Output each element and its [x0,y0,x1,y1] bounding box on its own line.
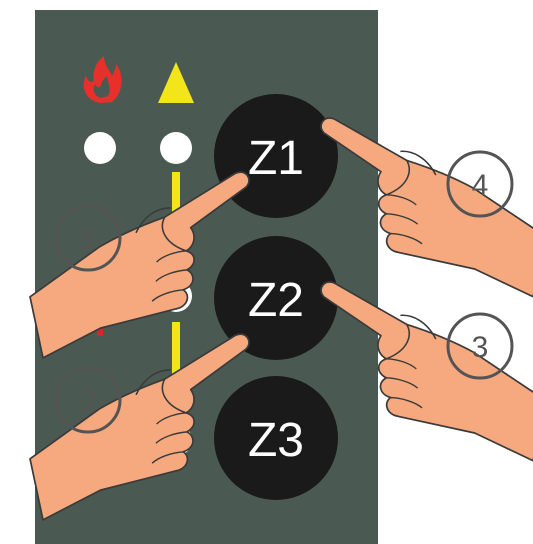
step-circle [446,150,514,218]
warning-triangle-icon [158,62,194,103]
zone-button-z2[interactable]: Z2 [214,236,338,360]
step-number: 2 [80,385,97,418]
fire-led-z1 [84,132,116,164]
zone-button-z3[interactable]: Z3 [214,376,338,500]
hand-step-1: 1 [12,169,278,359]
zone-button-label: Z3 [248,414,304,467]
hand-step-2: 2 [12,331,278,521]
step-number: 3 [472,331,489,364]
hand-step-3: 3 [297,279,533,462]
zone-button-z1[interactable]: Z1 [214,94,338,218]
step-circle [54,366,122,434]
step-number: 4 [472,169,489,202]
zone-button-label: Z1 [248,132,304,185]
hand-step-4: 4 [297,115,533,298]
fire-icon [83,56,122,103]
step-number: 1 [80,223,97,256]
trouble-led-z1 [160,132,192,164]
step-circle [446,312,514,380]
step-circle [54,204,122,272]
zone-button-label: Z2 [248,274,304,327]
